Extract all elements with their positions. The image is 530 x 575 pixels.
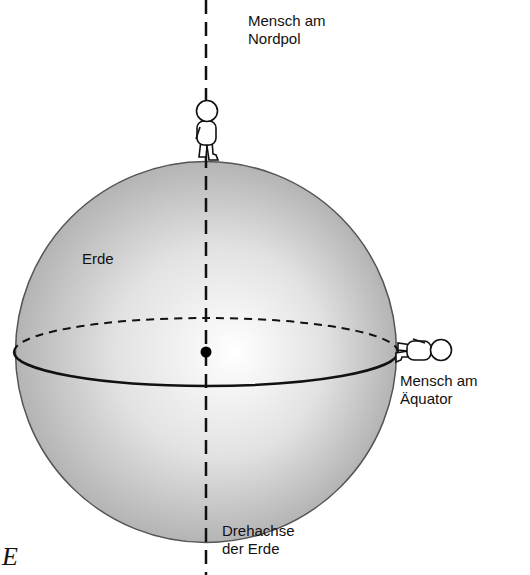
earth-sphere: Erde [14,160,398,544]
rotation-axis [205,0,208,575]
page-letter: E [2,541,32,572]
person-north-pole [196,101,218,161]
person-label: Mensch am Äquator [400,372,510,408]
person-label: Mensch am Nordpol [248,12,348,48]
earth-centre [201,347,212,358]
node-text: Erde [82,250,114,268]
axis-label: Drehachse der Erde [222,522,318,558]
sphere-outline [14,160,398,544]
person-equator [396,339,452,362]
